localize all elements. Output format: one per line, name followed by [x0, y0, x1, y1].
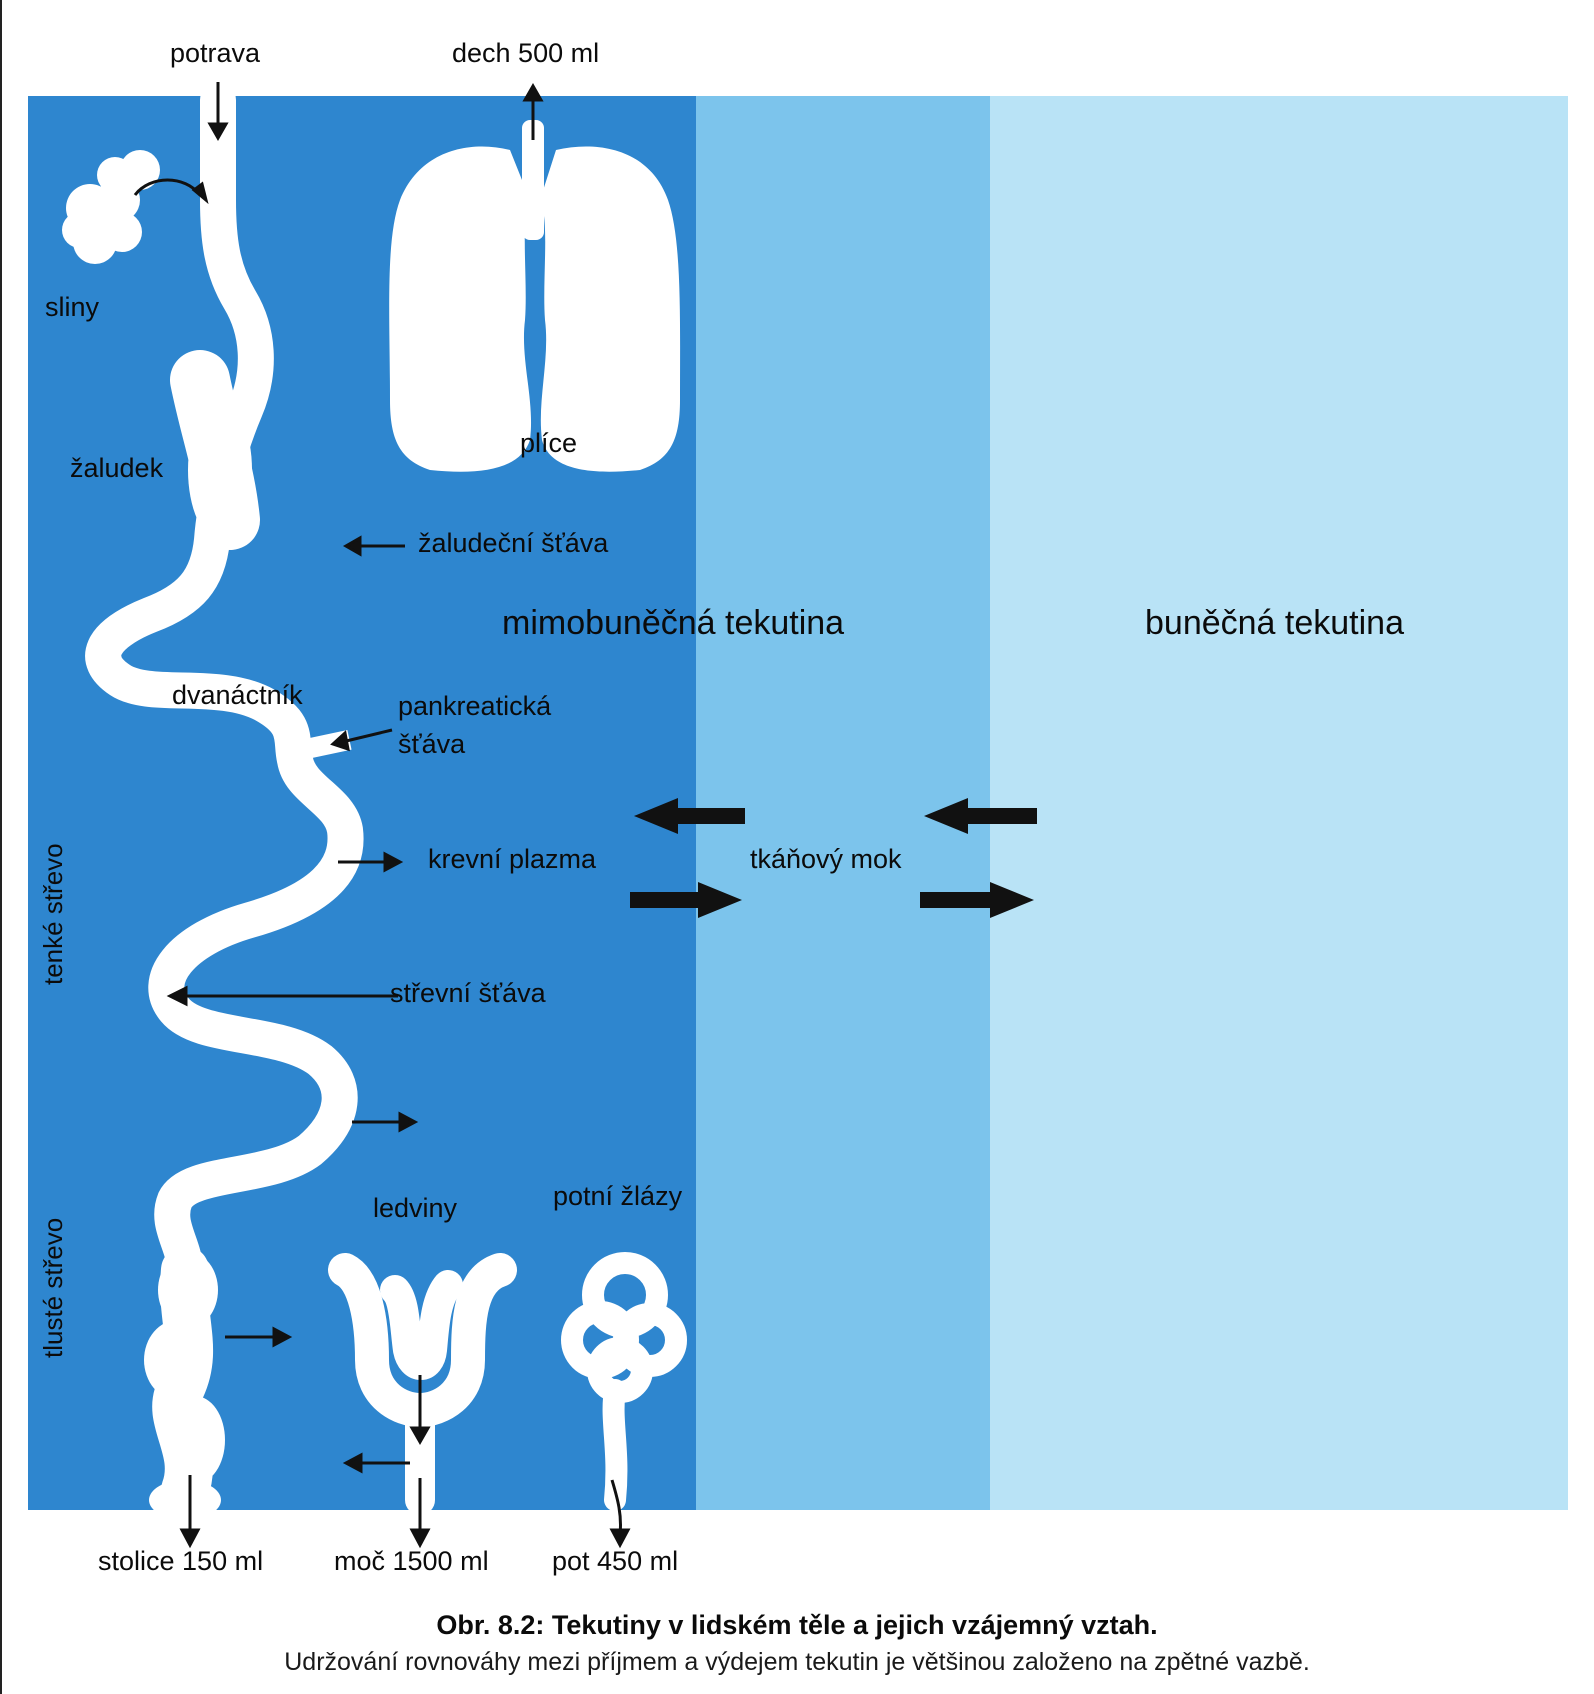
label-moc: moč 1500 ml: [334, 1546, 489, 1576]
label-pankreaticka-stava: šťáva: [398, 729, 466, 759]
label-strevni-stava: střevní šťáva: [390, 978, 546, 1008]
label-potni-zlazy: potní žlázy: [553, 1181, 683, 1211]
tissue-fluid-compartment: [696, 96, 990, 1510]
label-dvanactnik: dvanáctník: [172, 680, 303, 710]
label-tkanovy-mok: tkáňový mok: [750, 844, 902, 874]
salivary-gland: [62, 150, 160, 264]
label-ledviny: ledviny: [373, 1193, 458, 1223]
exchange-arrows: [630, 798, 1037, 918]
label-plice: plíce: [520, 428, 578, 458]
label-sliny: sliny: [45, 292, 100, 322]
label-mimobunecna-tekutina: mimobuněčná tekutina: [502, 604, 845, 642]
label-zaludecni-stava: žaludeční šťáva: [418, 528, 609, 558]
flow-arrows: [133, 82, 631, 1549]
label-dech: dech 500 ml: [452, 38, 600, 68]
sweat-gland: [561, 1252, 687, 1511]
label-potrava: potrava: [170, 38, 261, 68]
label-tluste-strevo: tlusté střevo: [38, 1217, 68, 1358]
figure-caption-title: Obr. 8.2: Tekutiny v lidském těle a jeji…: [436, 1610, 1158, 1640]
figure-caption-subtitle: Udržování rovnováhy mezi příjmem a výdej…: [284, 1648, 1310, 1676]
page-left-edge: [0, 0, 2, 1694]
stomach: [188, 400, 252, 540]
lungs: [389, 120, 681, 472]
large-intestine: [144, 1252, 225, 1520]
label-zaludek: žaludek: [70, 453, 164, 483]
label-krevni-plazma: krevní plazma: [428, 844, 597, 874]
label-bunecna-tekutina: buněčná tekutina: [1145, 604, 1404, 642]
label-tenke-strevo: tenké střevo: [38, 843, 68, 985]
label-pankreaticka: pankreatická: [398, 691, 552, 721]
label-pot: pot 450 ml: [552, 1546, 679, 1576]
cell-fluid-compartment: [990, 96, 1568, 1510]
label-stolice: stolice 150 ml: [98, 1546, 264, 1576]
